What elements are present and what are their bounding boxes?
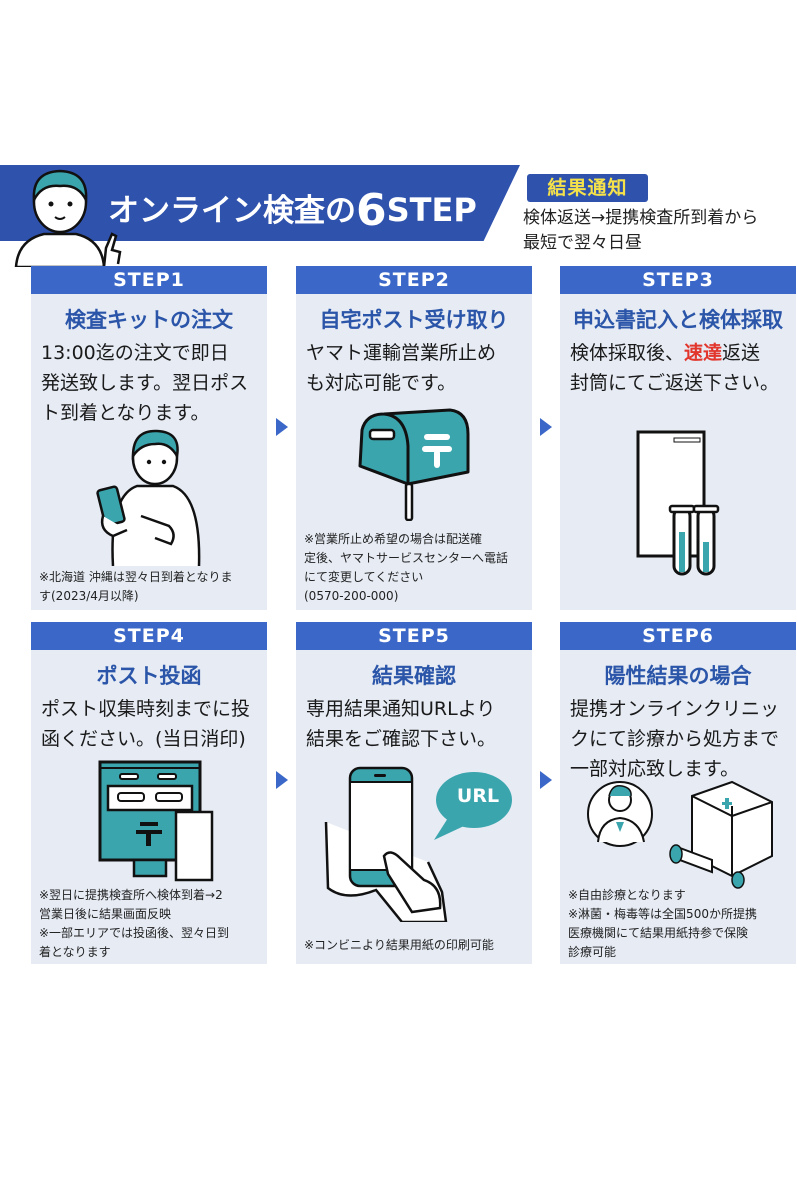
result-notice-badge: 結果通知 xyxy=(527,174,648,202)
next-arrow-icon xyxy=(540,771,552,789)
step-card-4: STEP4 ポスト投函 ポスト収集時刻までに投 函ください。(当日消印) ※翌日… xyxy=(31,622,267,964)
step-card-2: STEP2 自宅ポスト受け取り ヤマト運輸営業所止め も対応可能です。 ※営業所… xyxy=(296,266,532,610)
step-title: 検査キットの注文 xyxy=(65,308,233,332)
doctor-hospital-icon xyxy=(587,780,773,889)
step-card-5: STEP5 結果確認 専用結果通知URLより 結果をご確認下さい。 URL ※コ… xyxy=(296,622,532,964)
step-body-text: 検体採取後、 xyxy=(570,342,685,364)
envelope-test-tubes-icon xyxy=(636,430,720,576)
step-body: 13:00迄の注文で即日 発送致します。翌日ポス ト到着となります。 xyxy=(41,342,249,424)
title-suffix: STEP xyxy=(386,191,477,229)
next-arrow-icon xyxy=(276,418,288,436)
url-bubble-text: URL xyxy=(456,785,500,807)
step-body: 検体採取後、速達返送 封筒にてご返送下さい。 xyxy=(560,338,796,398)
next-arrow-icon xyxy=(276,771,288,789)
step-note: ※営業所止め希望の場合は配送確 定後、ヤマトサービスセンターへ電話 にて変更して… xyxy=(304,532,509,603)
step-title: 陽性結果の場合 xyxy=(604,664,752,688)
next-arrow-icon xyxy=(540,418,552,436)
step-note: ※自由診療となります ※淋菌・梅毒等は全国500か所提携 医療機関にて結果用紙持… xyxy=(568,888,757,959)
step-body-text: 返送 封筒にてご返送下さい。 xyxy=(570,342,780,394)
step-label: STEP2 xyxy=(296,266,532,294)
step-body: ポスト収集時刻までに投 函ください。(当日消印) xyxy=(41,698,251,750)
result-notice-text: 検体返送→提携検査所到着から 最短で翌々日昼 xyxy=(523,208,759,253)
step-body: 専用結果通知URLより 結果をご確認下さい。 xyxy=(306,698,497,750)
title-prefix: オンライン検査の xyxy=(108,193,356,229)
mascot-pointing-icon xyxy=(14,169,122,267)
step-title: 申込書記入と検体採取 xyxy=(573,308,783,332)
step-label: STEP3 xyxy=(560,266,796,294)
title-number: 6 xyxy=(356,185,387,236)
step-title: 自宅ポスト受け取り xyxy=(319,308,509,332)
step-label: STEP5 xyxy=(296,622,532,650)
step-title: ポスト投函 xyxy=(96,664,202,688)
step-label: STEP4 xyxy=(31,622,267,650)
person-with-smartphone-icon xyxy=(96,429,201,566)
step-card-3: STEP3 申込書記入と検体採取 検体採取後、速達返送 封筒にてご返送下さい。 xyxy=(560,266,796,610)
page-title: オンライン検査の6STEP xyxy=(108,185,477,236)
step-note: ※北海道 沖縄は翌々日到着となりま す(2023/4月以降) xyxy=(39,570,233,603)
step-body: 提携オンラインクリニッ クにて診療から処方まで 一部対応致します。 xyxy=(570,698,780,780)
step-note: ※コンビニより結果用紙の印刷可能 xyxy=(304,938,494,952)
post-box-icon xyxy=(98,760,214,882)
mailbox-icon xyxy=(358,408,470,521)
express-highlight: 速達 xyxy=(684,342,723,364)
step-body: ヤマト運輸営業所止め も対応可能です。 xyxy=(306,342,497,394)
step-label: STEP6 xyxy=(560,622,796,650)
step-title: 結果確認 xyxy=(372,664,456,688)
step-card-6: STEP6 陽性結果の場合 提携オンラインクリニッ クにて診療から処方まで 一部… xyxy=(560,622,796,964)
step-card-1: STEP1 検査キットの注文 13:00迄の注文で即日 発送致します。翌日ポス … xyxy=(31,266,267,610)
smartphone-url-icon xyxy=(324,766,512,922)
step-note: ※翌日に提携検査所へ検体到着→2 営業日後に結果画面反映 ※一部エリアでは投函後… xyxy=(39,888,230,959)
step-label: STEP1 xyxy=(31,266,267,294)
